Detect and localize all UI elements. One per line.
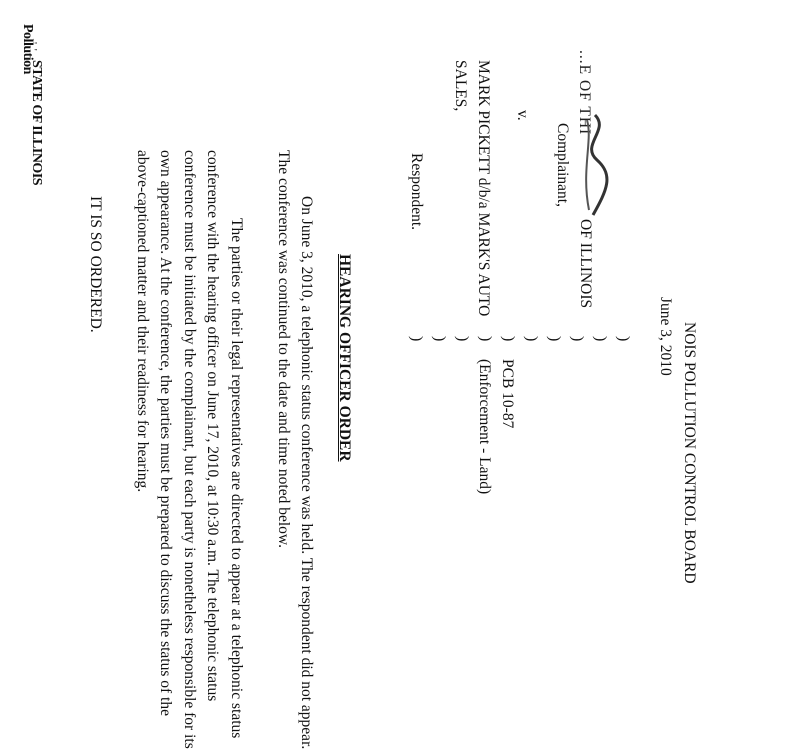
stamp-line-2: Pollution (20, 24, 35, 74)
case-type: (Enforcement - Land) (476, 359, 493, 495)
board-title: NOIS POLLUTION CONTROL BOARD (681, 322, 698, 584)
rotated-document-page: ' ' NOIS POLLUTION CONTROL BOARD June 3,… (20, 24, 698, 749)
paragraph-2-line-1: The parties or their legal representativ… (228, 218, 245, 739)
paragraph-2-line-2: conference with the hearing officer on J… (204, 150, 221, 702)
paragraph-1-line-1: On June 3, 2010, a telephonic status con… (298, 196, 315, 749)
paragraph-2-line-5: above-captioned matter and their readine… (134, 150, 151, 493)
stamp-line-1: STATE OF ILLINOIS (29, 60, 44, 186)
paragraph-2-line-4: own appearance. At the conference, the p… (157, 150, 174, 716)
scribble-mark-icon (585, 113, 609, 216)
case-number: PCB 10-87 (499, 359, 516, 429)
respondent-line-1: MARK PICKETT d/b/a MARK'S AUTO (475, 60, 492, 317)
paragraph-1-line-2: The conference was continued to the date… (275, 150, 292, 548)
plaintiff-role: Complainant, (554, 123, 571, 207)
respondent-role: Respondent. (408, 153, 425, 231)
respondent-line-2: SALES, (452, 60, 469, 112)
plaintiff-line-2: OF ILLINOIS (577, 219, 594, 309)
versus-label: v. (514, 110, 531, 121)
order-date: June 3, 2010 (657, 297, 674, 376)
paragraph-2-line-3: conference must be initiated by the comp… (181, 150, 198, 749)
order-heading: HEARING OFFICER ORDER (336, 254, 353, 462)
caption-parentheses: ) ) ) ) ) ) ) ) ) ) (408, 336, 632, 342)
closing-statement: IT IS SO ORDERED. (87, 196, 104, 333)
